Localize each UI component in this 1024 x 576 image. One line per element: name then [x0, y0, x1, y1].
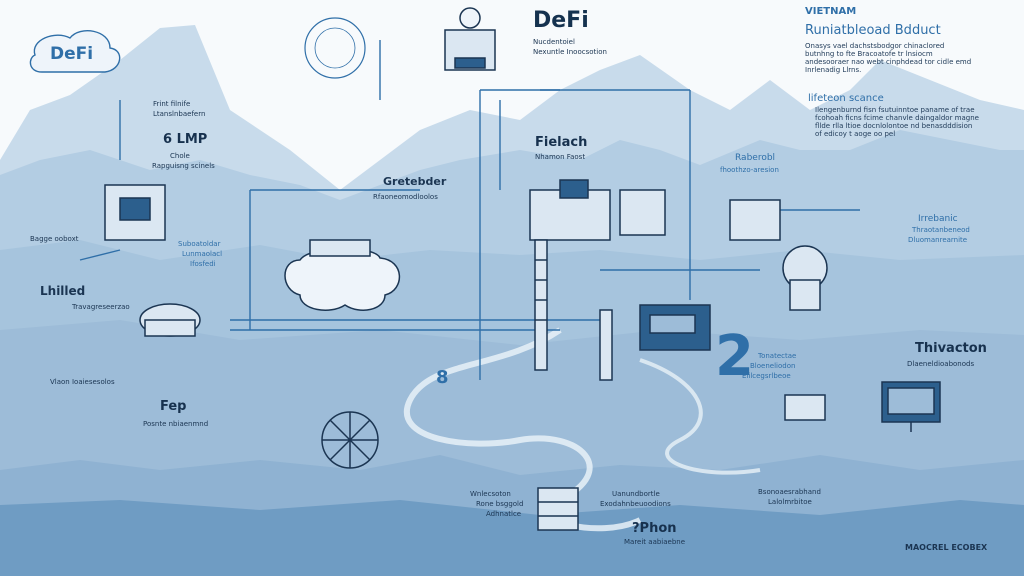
- elmp-line2: Rapguisng scinels: [152, 162, 215, 170]
- fep-subtitle: Posnte nbiaenmnd: [143, 420, 209, 428]
- irrebanic-line3: Dluomanrearnite: [908, 236, 968, 244]
- left-machine: [104, 184, 166, 241]
- fep-title: Fep: [160, 399, 187, 414]
- left-machine-label: Bagge ooboxt: [30, 235, 79, 243]
- phon-subtitle: Mareit aabiaebne: [624, 538, 686, 546]
- panel-heading: Runiatbleoad Bdduct: [805, 23, 941, 38]
- greteder-title: Gretebder: [383, 175, 447, 188]
- fielach-title: Fielach: [535, 135, 588, 150]
- monitor-device: [881, 381, 941, 432]
- panel-country: VIETNAM: [805, 6, 857, 17]
- header-title: DeFi: [533, 8, 589, 33]
- elmp-line1: Chole: [170, 152, 190, 160]
- panel-section-body: Ilengenburnd fisn fsutuinntoe paname of …: [815, 106, 979, 139]
- server-unit: [639, 304, 711, 351]
- bottom-right-line1: Bsonoaesrabhand: [758, 488, 821, 496]
- emblem-circle: [304, 17, 366, 79]
- turbine-device: [782, 245, 828, 311]
- raberobl-subtitle: fhoothzo-aresion: [720, 166, 779, 174]
- bottom-left-line2: Rone bsggold: [476, 500, 524, 508]
- thivacton-title: Thivacton: [915, 341, 987, 356]
- bottom-right-line2: Lalolmrbitoe: [768, 498, 812, 506]
- central-tower: [529, 179, 666, 381]
- cloud-generator: [284, 239, 401, 311]
- mid-left-line2: Lunmaolacl: [182, 250, 223, 258]
- top-left-box-subtitle: Ltanslnbaefern: [153, 110, 206, 118]
- greteder-subtitle: Rfaoneomodloolos: [373, 193, 438, 201]
- chart-number: 2: [715, 324, 754, 389]
- foreground-base: [0, 500, 1024, 576]
- raberobl-title: Raberobl: [735, 153, 776, 163]
- river-branch: [639, 358, 761, 475]
- footer-brand: MAOCREL ECOBEX: [905, 543, 988, 552]
- lhilled-subtitle: Travagreseerzao: [72, 303, 130, 311]
- mid-right-line2: Bloeneliodon: [750, 362, 796, 370]
- fielach-subtitle: Nhamon Faost: [535, 153, 586, 161]
- logo-cloud: [29, 30, 121, 73]
- mid-right-line3: Elilcegsrlbeoe: [742, 372, 791, 380]
- irrebanic-subtitle: Thraotanbeneod: [912, 226, 970, 234]
- bottom-left-line1: Wnlecsoton: [470, 490, 511, 498]
- panel-section-title: lifeteon scance: [808, 93, 884, 104]
- elmp-title: 6 LMP: [163, 132, 208, 147]
- laptop-device: [729, 199, 826, 421]
- vlaon-label: Vlaon Ioaiesesolos: [50, 378, 115, 386]
- lhilled-title: Lhilled: [40, 284, 86, 298]
- header-machine: [444, 7, 496, 71]
- bottom-left-line3: Adhnatlce: [486, 510, 522, 518]
- logo-text: DeFi: [50, 44, 94, 64]
- mid-right-line1: Tonatectae: [758, 352, 797, 360]
- bottom-mid-line1: Uanundbortle: [612, 490, 660, 498]
- mid-left-line1: Suboatoldar: [178, 240, 221, 248]
- irrebanic-title: Irrebanic: [918, 214, 958, 224]
- wheel-device: [321, 411, 379, 469]
- thivacton-subtitle: Dlaeneldioabonods: [907, 360, 975, 368]
- header-subtitle-2: Nexuntle Inoocsotion: [533, 48, 607, 56]
- flow-number: 8: [436, 367, 449, 388]
- emblem-inner: [314, 27, 356, 69]
- panel-body: Onasys vael dachstsbodgor chinaclored bu…: [805, 42, 972, 75]
- bottom-panel: [537, 487, 579, 531]
- bottom-mid-line2: Exodahnbeuoodions: [600, 500, 671, 508]
- top-left-box-title: Frint filnife: [153, 100, 191, 108]
- dome-device: [139, 303, 201, 337]
- header-subtitle-1: Nucdentoiel: [533, 38, 575, 46]
- phon-title: ?Phon: [632, 521, 677, 536]
- mid-left-line3: Ifosfedi: [190, 260, 216, 268]
